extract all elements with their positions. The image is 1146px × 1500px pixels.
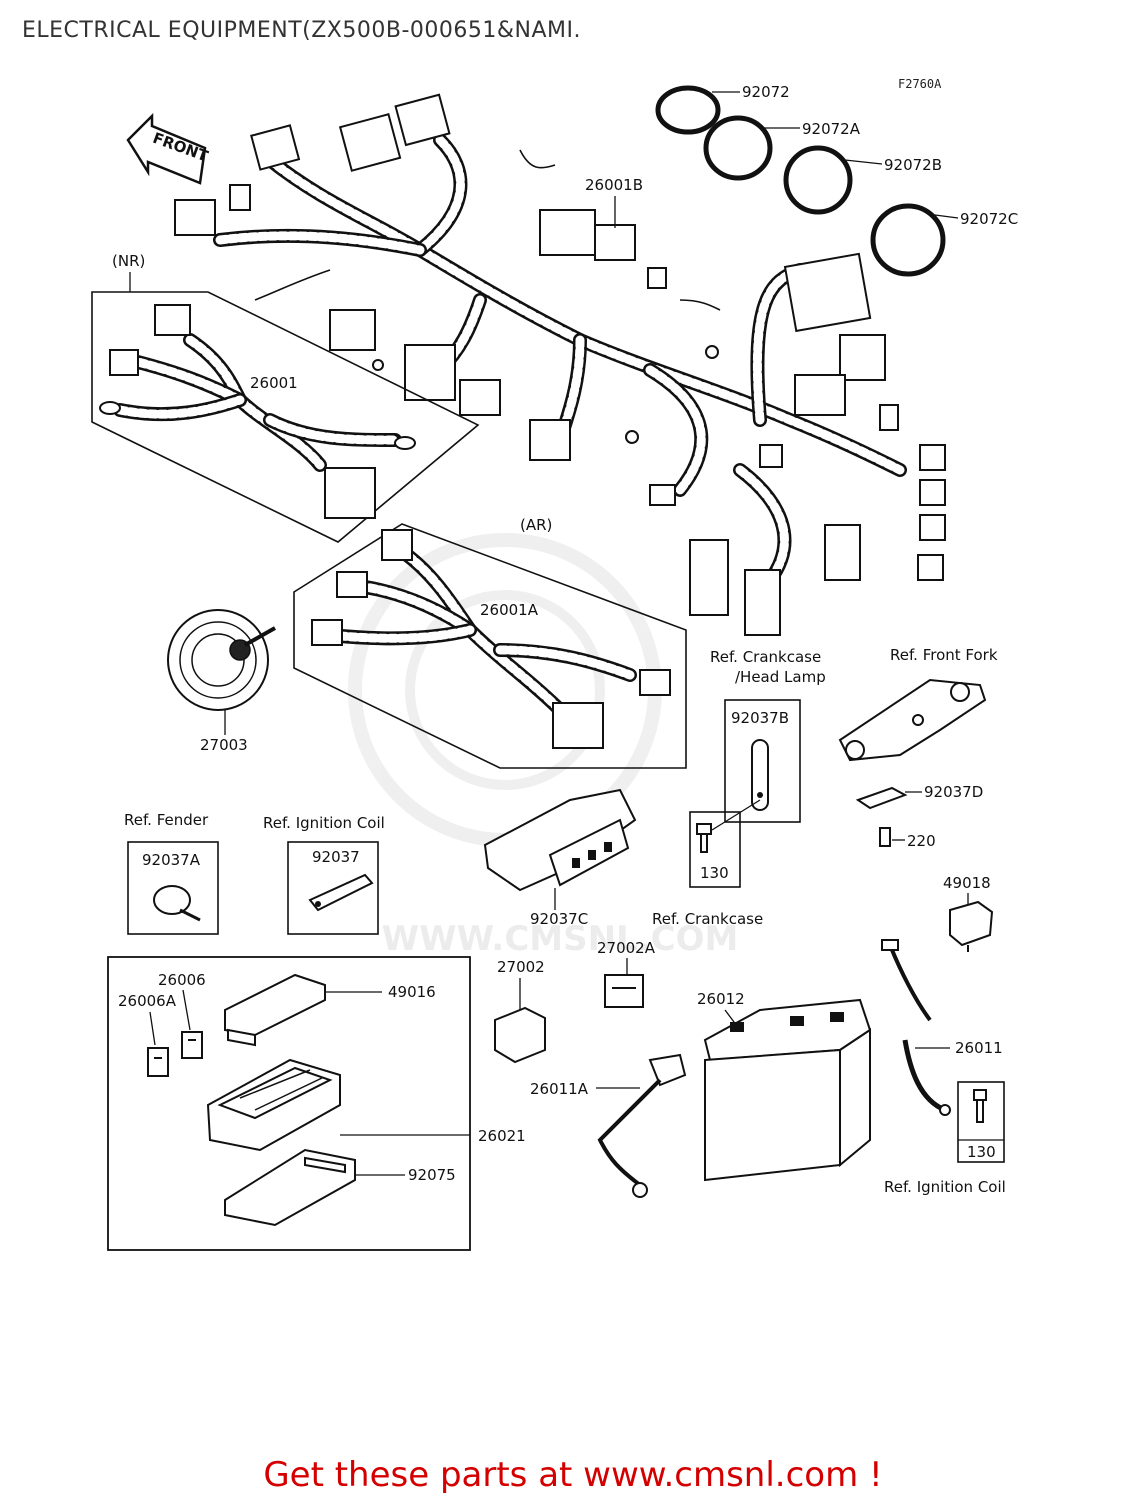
cover-92037c	[483, 788, 637, 910]
ref-crankcase-head-lamp-line1: Ref. Crankcase	[710, 648, 821, 666]
label-26021: 26021	[478, 1127, 526, 1145]
ring-92072	[655, 85, 740, 135]
label-220: 220	[907, 832, 936, 850]
ref-fender: Ref. Fender	[124, 811, 209, 829]
label-27002a: 27002A	[597, 939, 656, 957]
label-27003: 27003	[200, 736, 248, 754]
label-26012: 26012	[697, 990, 745, 1008]
label-92037b: 92037B	[731, 709, 789, 727]
label-130-crankcase: 130	[700, 864, 729, 882]
label-26011a: 26011A	[530, 1080, 589, 1098]
sub-harness-26001	[99, 304, 416, 519]
label-130-ignition: 130	[967, 1143, 996, 1161]
label-26001a: 26001A	[480, 601, 539, 619]
front-fork-bracket	[838, 678, 987, 762]
ground-strap-92037b	[751, 739, 769, 811]
label-26001: 26001	[250, 374, 298, 392]
relay-27002	[494, 978, 546, 1064]
box-92037	[287, 841, 379, 935]
ring-92072a	[703, 115, 800, 181]
label-92072c: 92072C	[960, 210, 1018, 228]
label-49018: 49018	[943, 874, 991, 892]
label-92072b: 92072B	[884, 156, 942, 174]
cable-26011	[881, 939, 951, 1116]
label-92037a: 92037A	[142, 851, 201, 869]
ref-crankcase: Ref. Crankcase	[652, 910, 763, 928]
watermark-text: WWW.CMSNL.COM	[382, 919, 739, 959]
strap-92037	[308, 873, 374, 912]
call-to-action-link[interactable]: Get these parts at www.cmsnl.com !	[263, 1455, 883, 1495]
label-26011: 26011	[955, 1039, 1003, 1057]
label-92037: 92037	[312, 848, 360, 866]
ref-crankcase-head-lamp-line2: /Head Lamp	[735, 668, 826, 686]
label-26006a: 26006A	[118, 992, 177, 1010]
label-92075: 92075	[408, 1166, 456, 1184]
horn-27003	[167, 609, 276, 735]
fuse-box-group-outline	[107, 956, 471, 1251]
box-130-crankcase	[689, 811, 741, 888]
main-harness-26001b	[174, 93, 946, 636]
ar-group-label: (AR)	[520, 516, 552, 534]
nr-group-outline	[91, 291, 480, 543]
label-92037c: 92037C	[530, 910, 588, 928]
bracket-92037d	[855, 786, 922, 810]
ref-ignition-coil-bottom: Ref. Ignition Coil	[884, 1178, 1006, 1196]
ar-group-outline	[293, 523, 687, 769]
nr-group-label: (NR)	[112, 252, 145, 270]
ref-ignition-coil-top: Ref. Ignition Coil	[263, 814, 385, 832]
front-arrow: FRONT	[126, 112, 211, 185]
box-92037b	[724, 699, 801, 823]
label-27002: 27002	[497, 958, 545, 976]
battery-26012	[703, 998, 872, 1182]
ref-front-fork: Ref. Front Fork	[890, 646, 998, 664]
label-26006: 26006	[158, 971, 206, 989]
ring-92072b	[783, 145, 883, 215]
ring-92072c	[870, 203, 959, 277]
cable-26011a	[596, 1053, 687, 1198]
relay-27002a	[604, 958, 644, 1008]
label-92072a: 92072A	[802, 120, 861, 138]
cover-92075	[224, 1148, 405, 1227]
label-26001b: 26001B	[585, 176, 643, 194]
label-92072: 92072	[742, 83, 790, 101]
bolt-130-crankcase	[696, 799, 761, 853]
box-130-ignition	[957, 1081, 1005, 1163]
box-92037a	[127, 841, 219, 935]
label-49016: 49016	[388, 983, 436, 1001]
screw-220	[879, 827, 905, 847]
sub-harness-26001a	[311, 529, 671, 749]
fuse-26006	[181, 989, 203, 1059]
relay-49018	[949, 893, 994, 952]
clamp-92037a	[153, 885, 201, 922]
page-title: ELECTRICAL EQUIPMENT(ZX500B-000651&NAMI.	[22, 18, 581, 43]
bolt-130-ignition	[973, 1089, 987, 1123]
lid-49016	[224, 973, 382, 1047]
label-92037d: 92037D	[924, 783, 983, 801]
figure-code: F2760A	[898, 77, 942, 91]
fuse-26006a	[147, 1011, 169, 1077]
fuse-box-26021	[206, 1058, 470, 1152]
